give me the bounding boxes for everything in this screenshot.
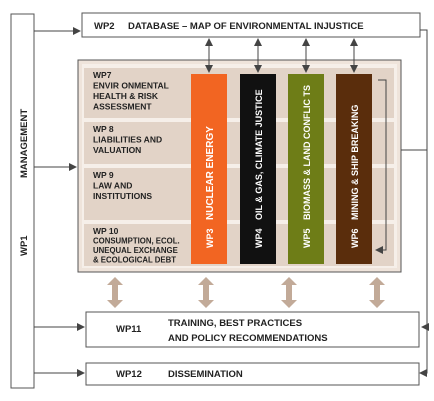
column-code-2: WP5 xyxy=(302,228,312,248)
wp2-code: WP2 xyxy=(94,21,115,32)
row-line-1-1: VALUATION xyxy=(93,145,141,155)
wp11-line-2: AND POLICY RECOMMENDATIONS xyxy=(168,333,328,344)
row-code-1: WP 8 xyxy=(93,124,114,134)
big-double-arrow-3 xyxy=(369,277,385,308)
wp12-label: DISSEMINATION xyxy=(168,369,243,380)
top-double-arrows xyxy=(205,38,358,73)
column-wp6 xyxy=(336,74,372,264)
big-double-arrow-0 xyxy=(107,277,123,308)
wp11-box xyxy=(85,311,420,348)
wp11-code: WP11 xyxy=(116,324,142,335)
column-code-1: WP4 xyxy=(254,228,264,248)
row-line-2-0: LAW AND xyxy=(93,181,132,191)
wp1-code: WP1 xyxy=(19,235,30,256)
wp11-line-1: TRAINING, BEST PRACTICES xyxy=(168,318,302,329)
column-label-2: BIOMASS & LAND CONFLIC TS xyxy=(302,85,312,220)
row-line-1-0: LIABILITIES AND xyxy=(93,135,162,145)
wp6-loop-arrow xyxy=(375,79,387,254)
wp12-box xyxy=(85,362,420,386)
wp12-code: WP12 xyxy=(116,369,142,380)
row-line-3-1: UNEQUAL EXCHANGE xyxy=(93,246,178,255)
wp2-label: DATABASE – MAP OF ENVIRONMENTAL INJUSTIC… xyxy=(128,21,364,32)
column-label-3: MINING & SHIP BREAKING xyxy=(350,105,360,220)
wp1-box xyxy=(10,13,35,389)
big-double-arrow-2 xyxy=(281,277,297,308)
feedback-line-wp12 xyxy=(419,29,428,377)
wp2-box xyxy=(81,12,421,38)
column-label-1: OIL & GAS, CLIMATE JUSTICE xyxy=(254,89,264,220)
column-wp3 xyxy=(191,74,227,264)
row-line-0-1: HEALTH & RISK xyxy=(93,91,159,101)
column-wp5 xyxy=(288,74,324,264)
big-double-arrows xyxy=(107,277,385,308)
row-line-0-0: ENVIR ONMENTAL xyxy=(93,81,169,91)
column-wp4 xyxy=(240,74,276,264)
row-code-0: WP7 xyxy=(93,70,112,80)
column-code-0: WP3 xyxy=(205,228,215,248)
row-line-3-2: & ECOLOGICAL DEBT xyxy=(93,256,176,265)
column-label-0: NUCLEAR ENERGY xyxy=(205,126,216,220)
columns-layer: WP3 NUCLEAR ENERGY WP4 OIL & GAS, CLIMATE J… xyxy=(191,74,372,264)
column-code-3: WP6 xyxy=(350,228,360,248)
row-line-0-2: ASSESSMENT xyxy=(93,102,152,112)
row-code-3: WP 10 xyxy=(93,226,119,236)
row-line-2-1: INSTITUTIONS xyxy=(93,191,152,201)
row-line-3-0: CONSUMPTION, ECOL. xyxy=(93,237,180,246)
wp1-label: MANAGEMENT xyxy=(19,109,30,178)
big-double-arrow-1 xyxy=(198,277,214,308)
row-code-2: WP 9 xyxy=(93,170,114,180)
